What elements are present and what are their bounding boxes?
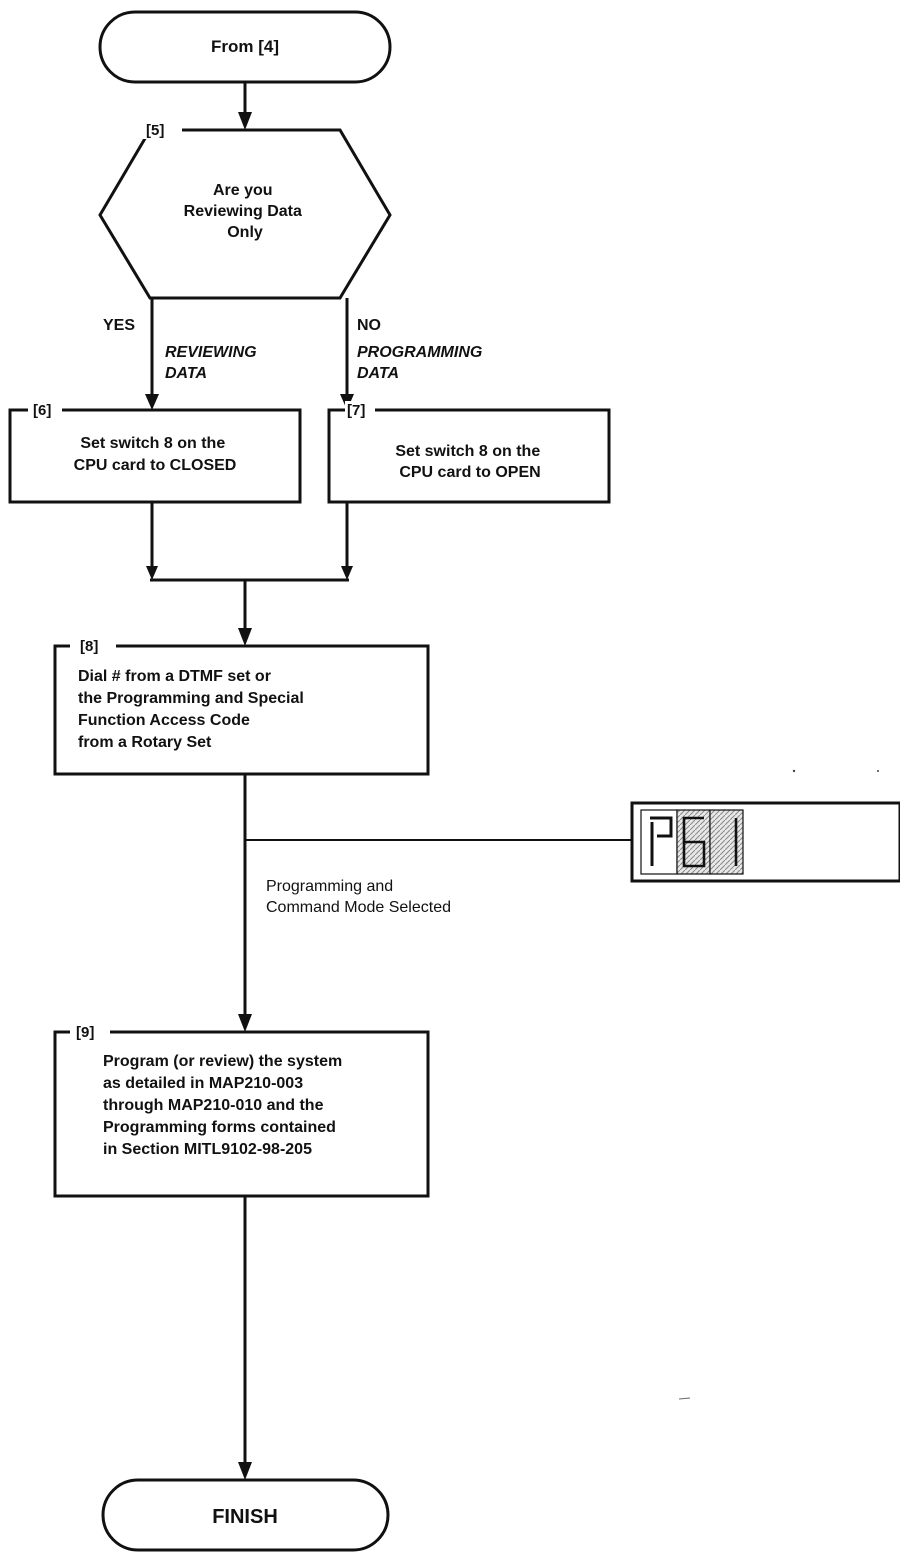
no-label: NO: [357, 317, 381, 334]
step8-text: Dial # from a DTMF set or the Programmin…: [78, 668, 308, 751]
step8-id: [8]: [80, 638, 98, 655]
step8-box: [53, 644, 430, 776]
finish-terminal: [101, 1478, 390, 1552]
arrow-head-icon: [238, 628, 252, 646]
decision-question: Are you Reviewing Data Only: [184, 182, 307, 241]
finish-label: FINISH: [212, 1506, 278, 1528]
step6-id: [6]: [33, 402, 51, 419]
arrow-head-icon: [145, 394, 159, 410]
start-label: From [4]: [211, 37, 279, 56]
step6-box: [8, 408, 302, 504]
step9-box: [53, 1030, 430, 1198]
arrow-head-icon: [238, 112, 252, 130]
no-branch-description: PROGRAMMING DATA: [357, 344, 487, 382]
step9-text: Program (or review) the system as detail…: [103, 1053, 347, 1158]
step7-box: [327, 408, 611, 504]
step9-id: [9]: [76, 1024, 94, 1041]
step7-id: [7]: [347, 402, 365, 419]
mode-note: Programming and Command Mode Selected: [266, 878, 451, 916]
arrow-head-icon: [238, 1014, 252, 1032]
step6-text: Set switch 8 on the CPU card to CLOSED: [74, 435, 237, 474]
arrow-head-icon: [238, 1462, 252, 1480]
segment-display-icon: [630, 801, 900, 883]
yes-branch-description: REVIEWING DATA: [165, 344, 261, 382]
yes-label: YES: [103, 317, 135, 334]
decision-hexagon: [98, 128, 392, 300]
decision-id: [5]: [146, 122, 164, 139]
step7-text: Set switch 8 on the CPU card to OPEN: [395, 443, 544, 481]
